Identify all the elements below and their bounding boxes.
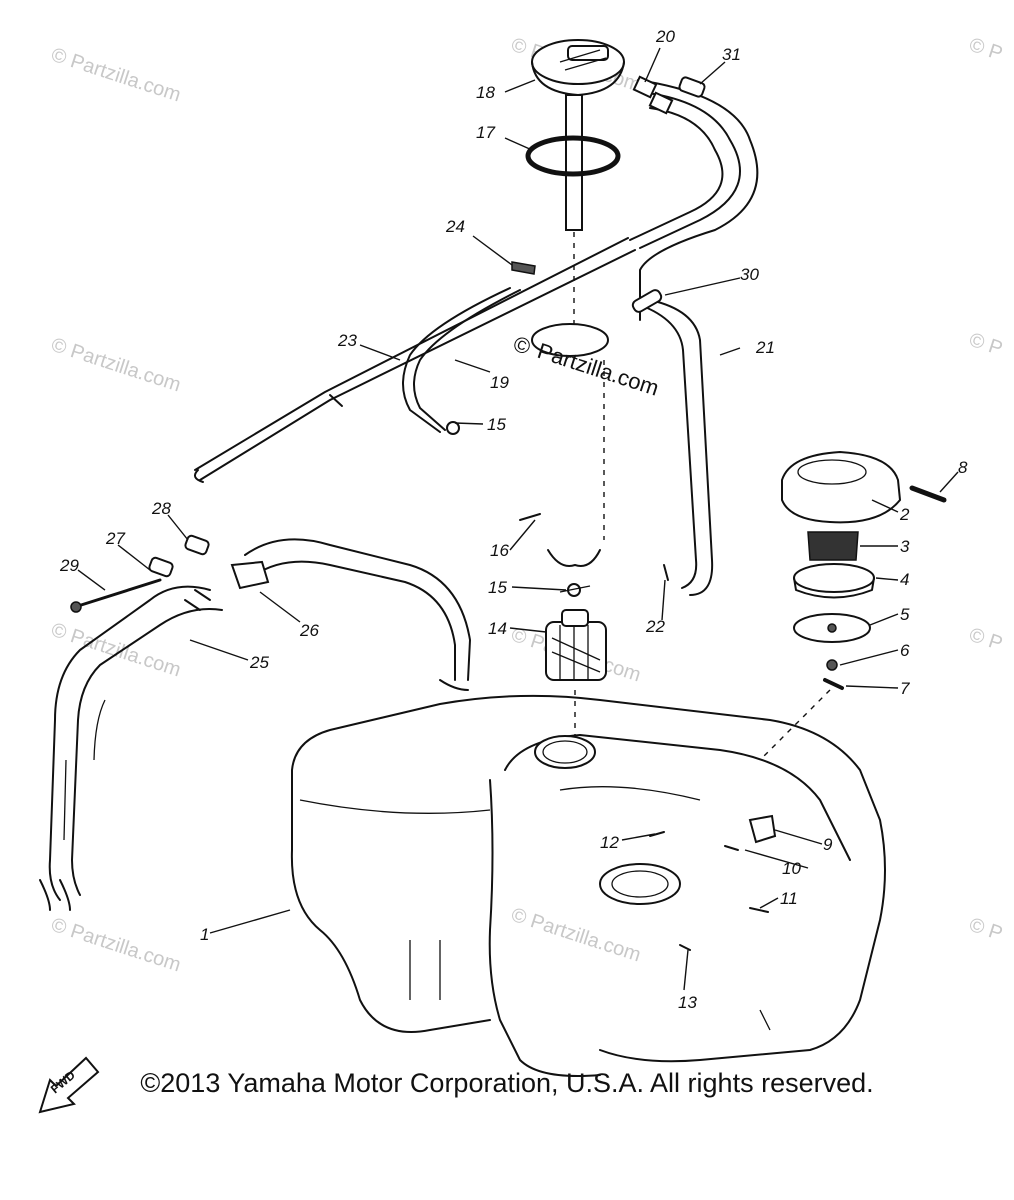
callout-21: 21	[755, 338, 775, 357]
callout-6: 6	[900, 641, 910, 660]
leader-lines	[77, 47, 959, 991]
copyright-notice: ©2013 Yamaha Motor Corporation, U.S.A. A…	[140, 1068, 874, 1098]
fuel-tank	[290, 694, 886, 1077]
callout-11: 11	[780, 889, 798, 908]
sender-gasket	[531, 323, 609, 540]
watermark-edge: © P	[966, 914, 1005, 945]
breather-hose	[631, 289, 714, 596]
callout-20: 20	[655, 27, 675, 46]
watermark-edge: © P	[966, 34, 1005, 65]
callout-7: 7	[900, 679, 910, 698]
misc-small-parts	[519, 513, 777, 951]
callout-24: 24	[445, 217, 465, 236]
callout-numbers: 1 2 3 4 5 6 7 8 9 10 11 12 13 14 15 15 1…	[59, 27, 968, 1012]
callout-23: 23	[337, 331, 357, 350]
watermark-edge: © P	[966, 329, 1005, 360]
callout-22: 22	[645, 617, 665, 636]
watermark-center-symbol: ©	[510, 331, 533, 360]
callout-3: 3	[900, 537, 910, 556]
callout-18: 18	[476, 83, 495, 102]
callout-30: 30	[740, 265, 759, 284]
watermark-center: Partzilla.com	[534, 338, 661, 401]
callout-16: 16	[490, 541, 509, 560]
vent-hoses	[629, 75, 759, 321]
tank-band-left	[39, 585, 223, 911]
hose-clip-24	[511, 261, 536, 275]
callout-28: 28	[151, 499, 171, 518]
watermark-edge: © P	[966, 624, 1005, 655]
fuel-cap-assembly	[759, 450, 947, 761]
fuel-hose-long	[193, 237, 636, 483]
callout-29: 29	[59, 556, 79, 575]
callout-2: 2	[899, 505, 910, 524]
callout-19: 19	[490, 373, 509, 392]
watermark: © Partzilla.com	[48, 334, 183, 397]
fuel-strainer	[545, 549, 607, 760]
band-collar	[148, 534, 210, 578]
watermark: © Partzilla.com	[508, 904, 643, 967]
watermark: © Partzilla.com	[48, 619, 183, 682]
callout-31: 31	[722, 45, 741, 64]
callout-8: 8	[958, 458, 968, 477]
fuel-gauge-sender	[531, 39, 625, 330]
callout-25: 25	[249, 653, 269, 672]
callout-9: 9	[823, 835, 833, 854]
o-ring	[525, 135, 621, 177]
callout-5: 5	[900, 605, 910, 624]
callout-12: 12	[600, 833, 619, 852]
callout-14: 14	[488, 619, 507, 638]
callout-15-lower: 15	[488, 578, 507, 597]
watermark: © Partzilla.com	[48, 44, 183, 107]
fuel-hose-short	[402, 287, 521, 433]
callout-10: 10	[782, 859, 801, 878]
callout-15-upper: 15	[487, 415, 506, 434]
callout-26: 26	[299, 621, 319, 640]
callout-17: 17	[476, 123, 495, 142]
forward-direction-arrow: FWD	[38, 1056, 100, 1114]
hose-clip-15-upper	[446, 421, 460, 435]
callout-27: 27	[105, 529, 125, 548]
callout-4: 4	[900, 570, 909, 589]
callout-13: 13	[678, 993, 697, 1012]
band-bolt	[70, 578, 162, 613]
watermark: © Partzilla.com	[48, 914, 183, 977]
tank-band-right	[230, 538, 471, 691]
callout-1: 1	[200, 925, 209, 944]
